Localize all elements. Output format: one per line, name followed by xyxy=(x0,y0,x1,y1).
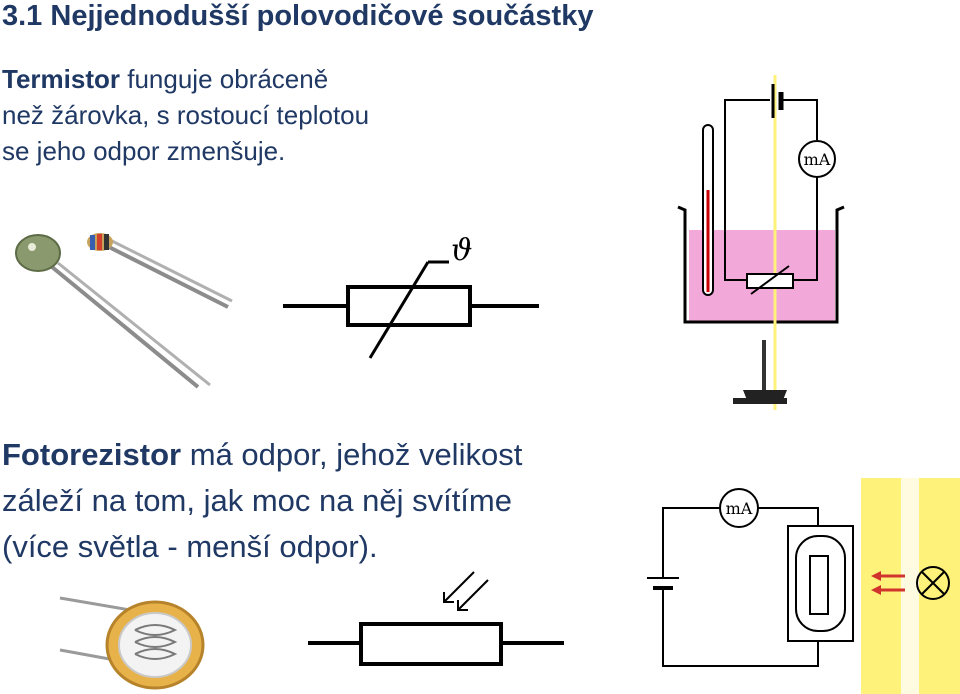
thermistor-line-1-rest: funguje obráceně xyxy=(120,64,329,94)
temperature-symbol-label: ϑ xyxy=(451,233,472,268)
thermistor-term: Termistor xyxy=(2,64,120,94)
thermistor-line-1: Termistor funguje obráceně xyxy=(2,61,369,97)
milliammeter-label: mA xyxy=(804,150,831,169)
thermistor-line-2: než žárovka, s rostoucí teplotou xyxy=(2,100,370,130)
thermistor-line-3: se jeho odpor zmenšuje. xyxy=(2,136,286,166)
photoresistor-photo xyxy=(59,596,205,690)
photoresistor-line-1: Fotorezistor má odpor, jehož velikost xyxy=(2,432,522,478)
thermistor-photo xyxy=(15,233,233,389)
photoresistor-symbol xyxy=(308,571,564,666)
thermistor-circuit-diagram: mA xyxy=(677,75,845,410)
thermistor-description: Termistor funguje obráceně než žárovka, … xyxy=(2,61,369,169)
thermistor-symbol: ϑ xyxy=(283,233,539,359)
photoresistor-line-3: (více světla - menší odpor). xyxy=(2,529,378,564)
photoresistor-line-2: záleží na tom, jak moc na něj svítíme xyxy=(2,483,512,518)
photoresistor-description: Fotorezistor má odpor, jehož velikost zá… xyxy=(2,432,522,570)
photoresistor-term: Fotorezistor xyxy=(2,437,182,472)
milliammeter-label-2: mA xyxy=(726,499,753,518)
photoresistor-line-1-rest: má odpor, jehož velikost xyxy=(181,437,523,472)
page-title: 3.1 Nejjednodušší polovodičové součástky xyxy=(2,0,594,32)
photoresistor-circuit-diagram: mA xyxy=(647,478,960,694)
